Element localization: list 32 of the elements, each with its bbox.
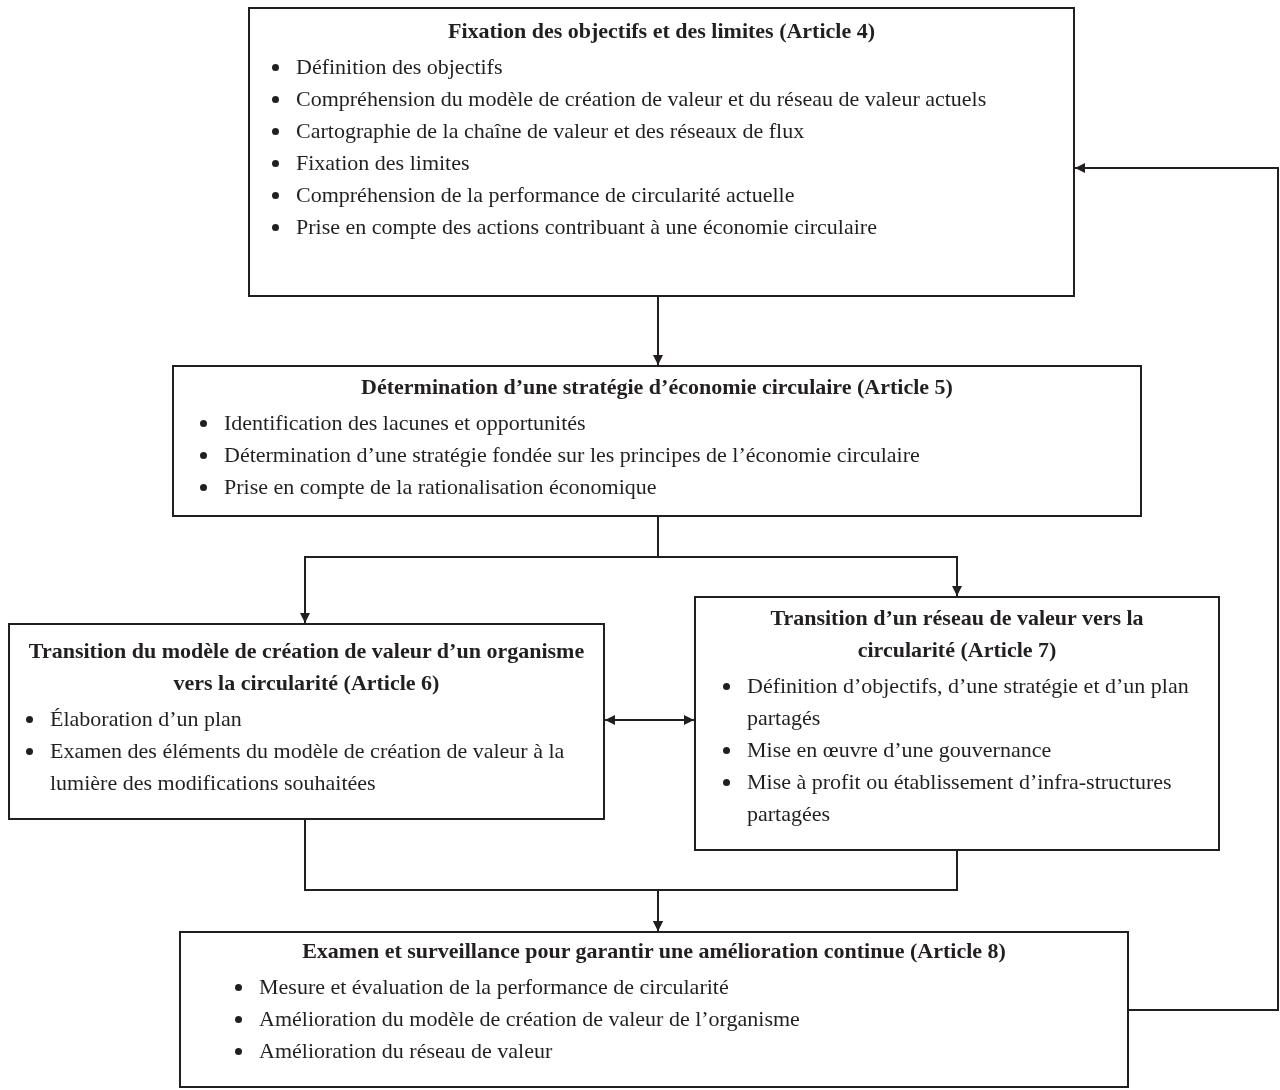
box-heading: Transition d’un réseau de valeur vers la circularité (Article 7): [769, 604, 1145, 664]
box-heading: Détermination d’une stratégie d’économie circulaire (Article 5): [360, 373, 954, 401]
bullet-item: Identification des lacunes et opportunités: [224, 407, 1132, 439]
arrow: [604, 715, 695, 725]
bullet-item: Mise en œuvre d’une gouvernance: [747, 734, 1210, 766]
arrow: [657, 516, 962, 597]
process-box: [694, 596, 1220, 851]
bullet-item: Prise en compte des actions contribuant à une économie circulaire: [296, 211, 1065, 243]
bullet-item: Définition d’objectifs, d’une stratégie et d’un plan partagés: [747, 670, 1210, 734]
process-box: [8, 623, 605, 820]
bullet-item: Cartographie de la chaîne de valeur et des réseaux de flux: [296, 115, 1065, 147]
bullet-item: Compréhension de la performance de circularité actuelle: [296, 179, 1065, 211]
arrow: [1074, 163, 1279, 1011]
bullet-item: Amélioration du réseau de valeur: [259, 1035, 1119, 1067]
bullet-item: Compréhension du modèle de création de valeur et du réseau de valeur actuels: [296, 83, 1065, 115]
process-box: [172, 365, 1142, 517]
bullet-item: Élaboration d’un plan: [50, 703, 595, 735]
bullet-item: Mise à profit ou établissement d’infra-structures partagées: [747, 766, 1210, 830]
bullet-item: Prise en compte de la rationalisation économique: [224, 471, 1132, 503]
bullet-item: Fixation des limites: [296, 147, 1065, 179]
box-heading: Fixation des objectifs et des limites (Article 4): [446, 17, 877, 45]
bullet-item: Mesure et évaluation de la performance de circularité: [259, 971, 1119, 1003]
bullet-item: Détermination d’une stratégie fondée sur les principes de l’économie circulaire: [224, 439, 1132, 471]
process-box: [179, 931, 1129, 1088]
bullet-item: Définition des objectifs: [296, 51, 1065, 83]
arrow: [653, 850, 958, 932]
box-heading: Examen et surveillance pour garantir une amélioration continue (Article 8): [301, 937, 1007, 965]
arrow: [653, 296, 663, 366]
bullet-item: Examen des éléments du modèle de création de valeur à la lumière des modifications souhaitées: [50, 735, 595, 799]
box-heading: Transition du modèle de création de valeur d’un organisme vers la circularité (Article 6): [27, 637, 586, 697]
process-box: [248, 7, 1075, 297]
bullet-item: Amélioration du modèle de création de valeur de l’organisme: [259, 1003, 1119, 1035]
